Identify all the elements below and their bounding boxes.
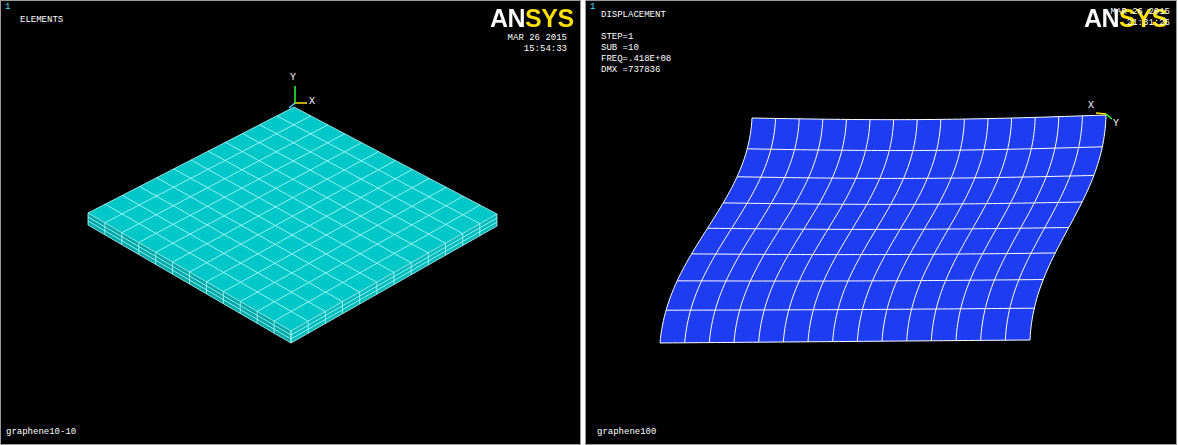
axis-triad xyxy=(289,86,1112,119)
mesh-line xyxy=(291,218,497,335)
mesh-line xyxy=(240,187,446,301)
mesh-line xyxy=(88,217,291,335)
y-axis xyxy=(1106,114,1112,119)
mesh-line xyxy=(88,221,291,339)
window-number: 1 xyxy=(590,2,595,13)
mesh-line xyxy=(737,175,1094,178)
mesh-line xyxy=(260,125,463,234)
axis-label: Y xyxy=(290,72,296,83)
plot-date: MAR 26 2015 xyxy=(508,33,567,44)
mesh-line xyxy=(155,252,156,264)
mesh-line xyxy=(291,331,292,343)
mesh-line xyxy=(342,302,343,314)
mesh-line xyxy=(223,178,429,291)
axis-label: X xyxy=(309,96,315,107)
mesh-line xyxy=(359,292,360,304)
mesh-line xyxy=(208,151,411,263)
mesh-line xyxy=(291,331,292,343)
mesh-line xyxy=(121,233,122,245)
mesh-line xyxy=(428,253,429,265)
ansys-logo: ANSYS xyxy=(490,4,574,32)
mesh-line xyxy=(677,280,1043,282)
z-axis xyxy=(289,103,295,108)
mesh-line xyxy=(291,214,497,331)
x-axis xyxy=(295,102,307,104)
plot-title: ELEMENTS xyxy=(20,15,63,26)
plot-time: 21:31:26 xyxy=(1127,18,1170,29)
mesh-line xyxy=(274,205,480,321)
window-number: 1 xyxy=(5,2,10,13)
y-axis xyxy=(294,86,296,103)
top-face xyxy=(88,107,497,331)
mesh-line xyxy=(88,213,291,331)
mesh-line xyxy=(882,119,964,341)
mesh-line xyxy=(206,282,207,294)
mesh-line xyxy=(294,107,497,214)
mesh-line xyxy=(723,202,1082,204)
mesh-line xyxy=(411,263,412,275)
plate-mesh xyxy=(88,107,497,343)
mesh-line xyxy=(747,147,1102,151)
mesh-line xyxy=(291,226,497,343)
deformed-mesh xyxy=(660,115,1106,343)
axis-label: Y xyxy=(1113,118,1119,129)
mesh-line xyxy=(479,224,480,236)
mesh-line xyxy=(497,214,498,226)
mesh-line xyxy=(709,119,799,343)
mesh-line xyxy=(708,228,1069,230)
mesh-line xyxy=(308,321,309,333)
plot-date: MAR 26 2015 xyxy=(1111,7,1170,18)
mesh-line xyxy=(277,116,480,224)
mesh-line xyxy=(666,308,1034,310)
axis-label: X xyxy=(1088,100,1094,111)
mesh-line xyxy=(138,243,139,255)
jobname: graphene100 xyxy=(597,427,656,438)
mesh-line xyxy=(172,262,173,274)
mesh-line xyxy=(291,222,497,339)
step-info: STEP=1 xyxy=(601,32,633,43)
frequency-info: FREQ=.418E+08 xyxy=(601,54,671,65)
mesh-line xyxy=(734,119,823,342)
mesh-line xyxy=(225,142,428,253)
jobname: graphene10-10 xyxy=(6,427,76,438)
mesh-line xyxy=(104,223,105,235)
plot-time: 15:54:33 xyxy=(524,44,567,55)
mesh-line xyxy=(376,282,377,294)
mesh-line xyxy=(445,243,446,255)
mesh-line xyxy=(257,311,258,323)
mesh-line xyxy=(257,196,463,311)
mesh-line xyxy=(808,120,894,342)
mesh-line xyxy=(274,321,275,333)
left-viewport xyxy=(1,1,581,445)
max-displacement: DMX =737836 xyxy=(601,65,660,76)
mesh-line xyxy=(907,119,988,341)
mesh-line xyxy=(692,253,1056,255)
mesh-line xyxy=(325,312,326,324)
mesh-line xyxy=(783,120,870,342)
mesh-line xyxy=(189,272,190,284)
mesh-line xyxy=(190,161,396,273)
mesh-line xyxy=(88,225,291,343)
mesh-line xyxy=(240,302,241,314)
mesh-line xyxy=(857,119,940,341)
substep-info: SUB =10 xyxy=(601,43,639,54)
mesh-line xyxy=(833,120,918,342)
mesh-line xyxy=(759,119,847,342)
mesh-line xyxy=(243,134,446,244)
mesh-line xyxy=(462,234,463,246)
plot-title: DISPLACEMENT xyxy=(601,10,666,21)
mesh-line xyxy=(223,292,224,304)
right-viewport xyxy=(586,1,1177,445)
sheet-surface xyxy=(660,115,1106,343)
mesh-line xyxy=(88,213,89,225)
mesh-line xyxy=(394,273,395,285)
mesh-line xyxy=(685,118,776,342)
mesh-line xyxy=(206,169,412,281)
x-axis xyxy=(1096,113,1106,114)
